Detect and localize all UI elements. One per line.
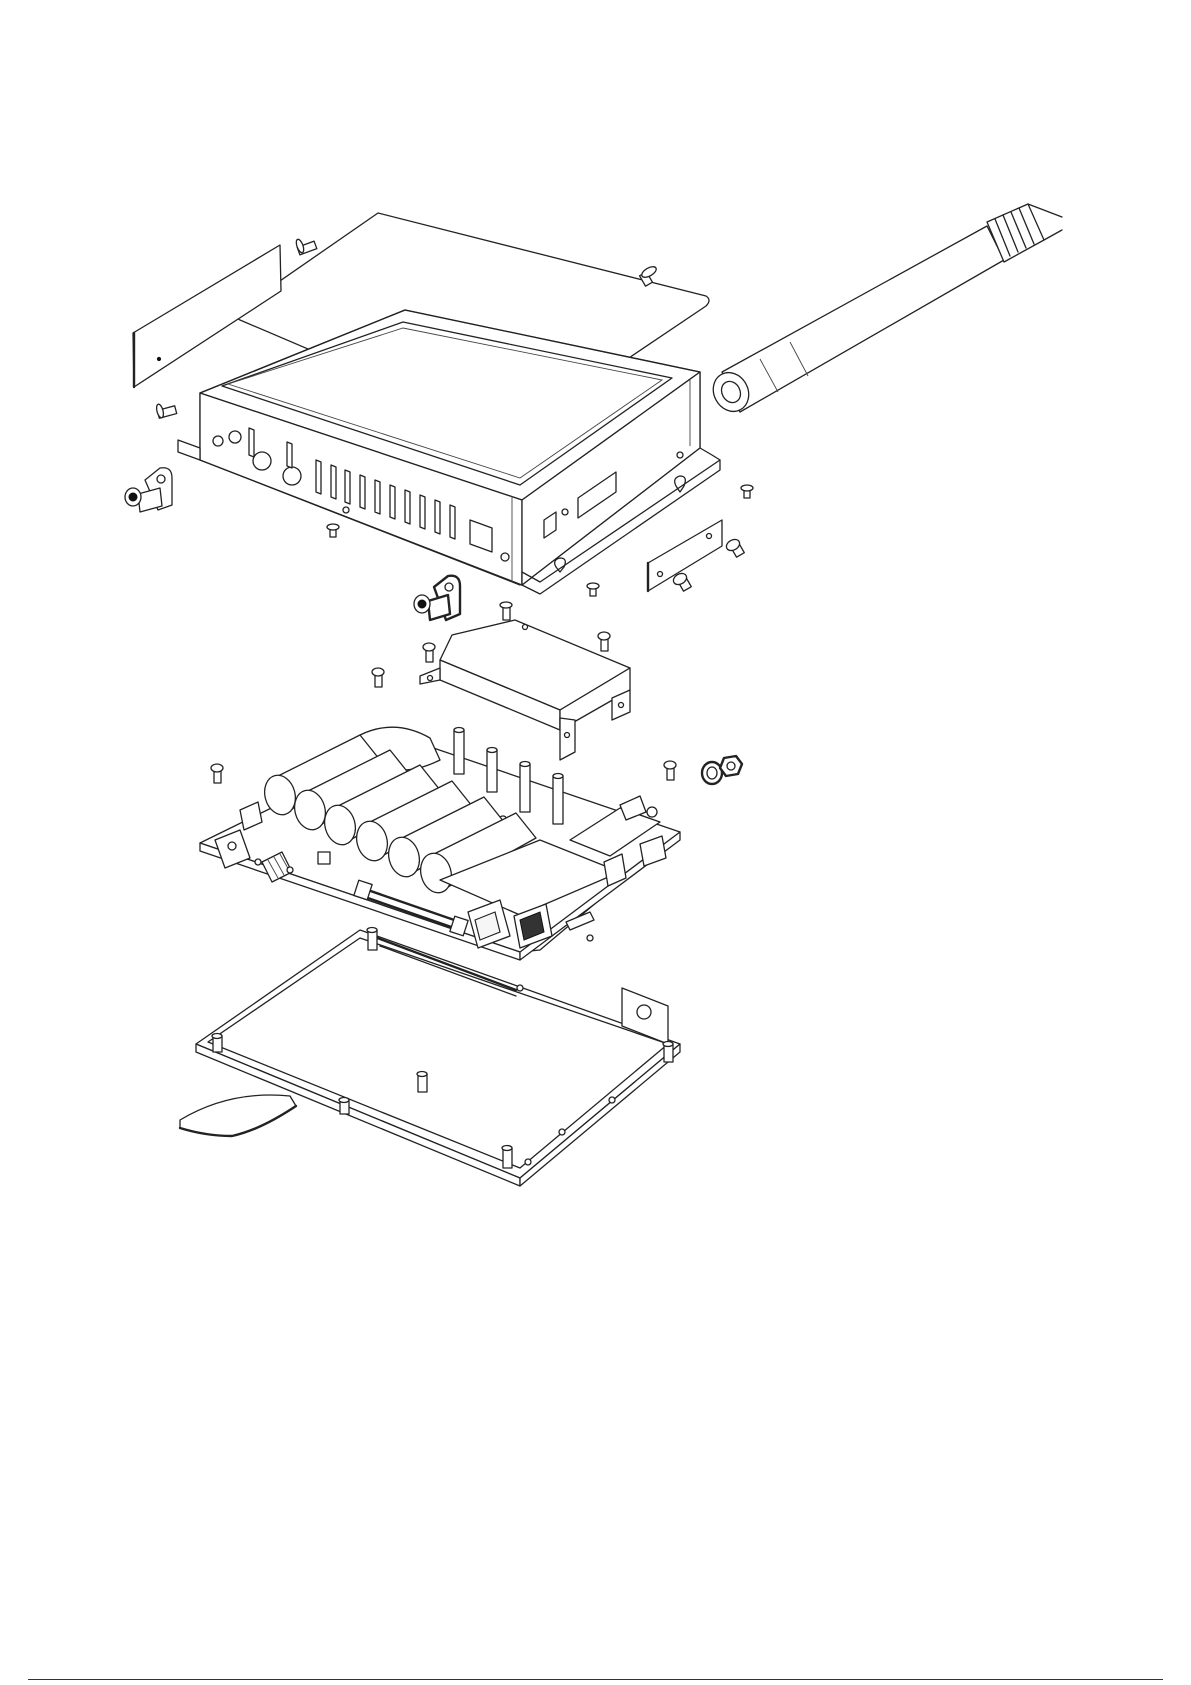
antenna	[707, 204, 1062, 418]
screw-icon	[423, 643, 435, 662]
insulator-sheet	[180, 1095, 296, 1136]
screw-icon	[372, 668, 384, 687]
screw-icon	[724, 537, 744, 557]
screw-icon	[598, 632, 610, 651]
nut-and-washer	[702, 756, 742, 784]
screw-icon	[500, 602, 512, 620]
base-tray	[196, 928, 680, 1187]
screw-icon	[295, 238, 317, 254]
screw-icon	[327, 524, 339, 537]
ground-lug-center	[414, 576, 460, 620]
screw-icon	[664, 761, 676, 780]
screw-icon	[741, 485, 753, 498]
screw-icon	[155, 403, 176, 418]
screw-icon	[211, 764, 223, 783]
ground-lug-left	[125, 468, 172, 512]
shield-cover	[420, 620, 630, 760]
enclosure-housing	[178, 310, 720, 594]
circuit-board	[200, 727, 680, 960]
page-bottom-rule	[28, 1679, 1163, 1680]
screw-icon	[587, 583, 599, 596]
